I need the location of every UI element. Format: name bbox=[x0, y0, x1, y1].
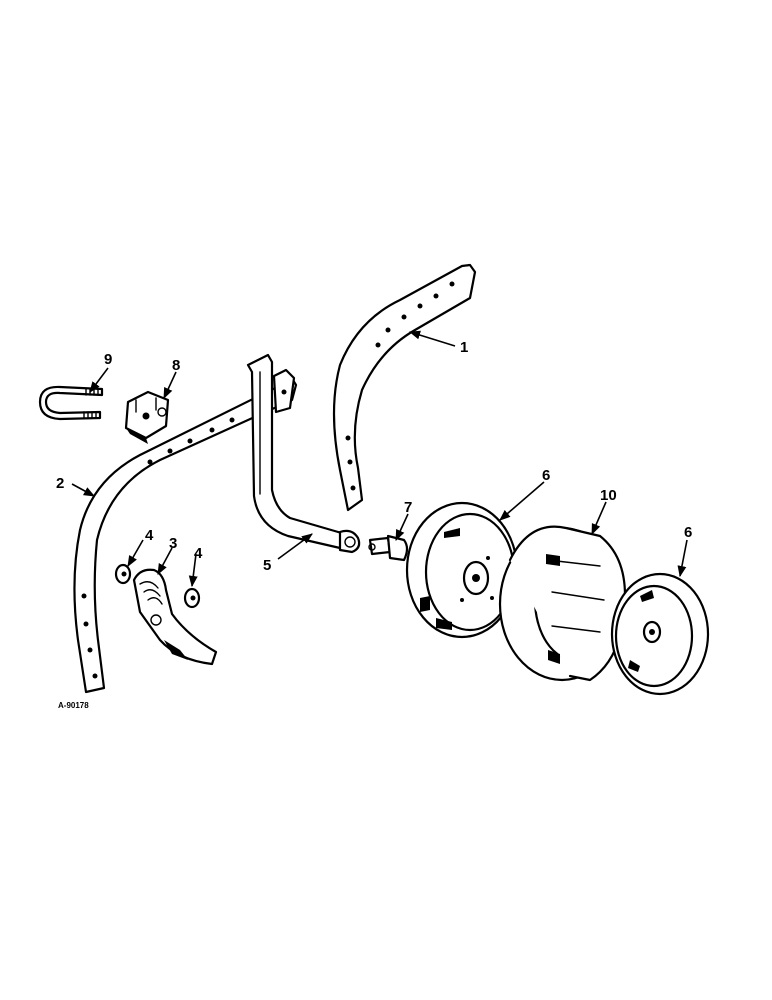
callout-8: 8 bbox=[172, 357, 180, 374]
part-6-wheel-half-left bbox=[405, 501, 519, 639]
part-4-nut-left bbox=[114, 563, 132, 585]
part-10-tire bbox=[498, 525, 627, 682]
callout-5: 5 bbox=[263, 557, 271, 574]
callout-9: 9 bbox=[104, 351, 112, 368]
part-2-shank-bar bbox=[73, 373, 298, 694]
part-9-u-bolt bbox=[38, 385, 104, 421]
callout-6-right: 6 bbox=[684, 524, 692, 541]
part-6-wheel-half-right bbox=[610, 572, 710, 696]
leader-lines bbox=[71, 330, 688, 588]
part-1-shank-bar bbox=[332, 263, 477, 512]
callout-1: 1 bbox=[460, 339, 468, 356]
part-8-clamp-plate bbox=[124, 390, 170, 444]
figure-reference: A-90178 bbox=[58, 701, 89, 710]
callout-labels: 1 2 3 4 4 5 6 6 7 8 9 10 bbox=[56, 339, 692, 574]
part-5-standard bbox=[246, 353, 361, 554]
callout-3: 3 bbox=[169, 535, 177, 552]
callout-4-left: 4 bbox=[145, 527, 154, 544]
part-7-spindle bbox=[368, 534, 409, 562]
callout-2: 2 bbox=[56, 475, 64, 492]
callout-7: 7 bbox=[404, 499, 412, 516]
callout-10: 10 bbox=[600, 487, 617, 504]
callout-4-right: 4 bbox=[194, 545, 203, 562]
callout-6-left: 6 bbox=[542, 467, 550, 484]
part-4-nut-right bbox=[183, 587, 201, 609]
part-3-scraper-shoe bbox=[132, 568, 218, 666]
